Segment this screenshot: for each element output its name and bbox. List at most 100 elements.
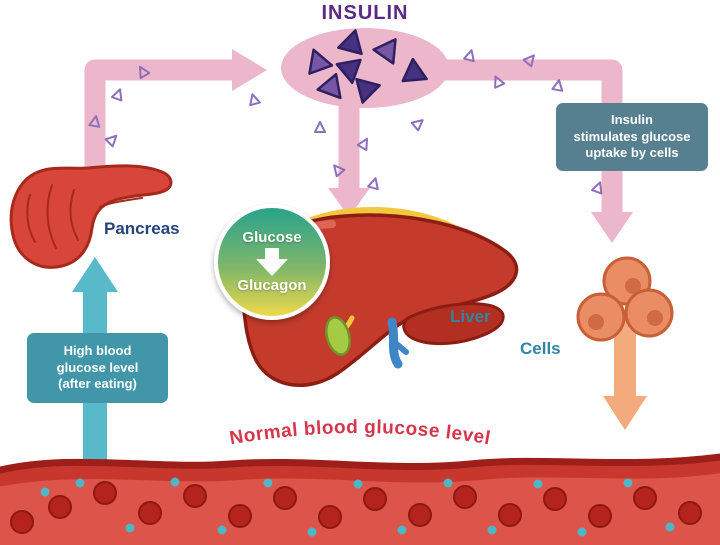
title-insulin: INSULIN	[321, 2, 409, 24]
label-liver: Liver	[450, 307, 491, 326]
glucose-dot	[125, 523, 135, 533]
insulin-particle	[333, 164, 346, 178]
red-blood-cell	[138, 501, 162, 525]
insulin-particle	[88, 115, 101, 128]
red-blood-cell	[48, 495, 72, 519]
insulin-molecule-icon	[337, 29, 363, 56]
glucose-dot	[577, 527, 587, 537]
callout-line: glucose level	[56, 359, 139, 375]
arrow-cells-to-blood-head	[603, 396, 647, 430]
red-blood-cell	[10, 510, 34, 534]
red-blood-cell	[318, 505, 342, 529]
glucose-dot	[443, 478, 453, 488]
insulin-particle	[367, 177, 379, 191]
glucose-dot	[353, 479, 363, 489]
insulin-molecule-cluster	[281, 28, 449, 108]
callout-line: uptake by cells	[585, 145, 679, 161]
insulin-particle	[410, 119, 424, 132]
insulin-particle	[590, 181, 603, 195]
red-blood-cell	[453, 485, 477, 509]
callout-insulin-stimulates-uptake: Insulin stimulates glucose uptake by cel…	[556, 103, 708, 171]
glucose-dot	[40, 487, 50, 497]
pancreas-texture	[26, 184, 143, 249]
glucose-dot	[307, 527, 317, 537]
insulin-particle	[104, 134, 118, 148]
callout-line: (after eating)	[58, 376, 137, 392]
arrow-insulin-to-cells-head	[591, 212, 633, 243]
pancreas-texture-line	[26, 194, 36, 243]
glucose-dot	[533, 479, 543, 489]
callout-high-blood-glucose: High blood glucose level (after eating)	[27, 333, 168, 403]
insulin-molecule-icon	[308, 48, 334, 75]
arrow-pancreas-to-insulin	[84, 49, 267, 190]
badge-arrow-stem	[265, 248, 279, 261]
label-cells: Cells	[520, 339, 561, 358]
blood-vessel-lumen	[0, 473, 720, 545]
insulin-particle	[110, 88, 123, 102]
arrow-insulin-to-liver	[328, 95, 370, 217]
badge-down-arrow-icon	[256, 248, 288, 276]
callout-line: Insulin	[611, 111, 653, 127]
insulin-molecule-icon	[372, 38, 397, 65]
glucose-dot	[397, 525, 407, 535]
red-blood-cell	[228, 504, 252, 528]
callout-line: stimulates glucose	[573, 128, 691, 144]
insulin-molecule-icon	[316, 72, 342, 100]
glucose-dot	[75, 478, 85, 488]
insulin-molecule-icon	[335, 58, 362, 85]
red-blood-cell	[543, 487, 567, 511]
insulin-particle	[356, 137, 368, 151]
pancreas-body	[9, 164, 173, 269]
pancreas-texture-line	[99, 197, 143, 208]
insulin-particle	[139, 65, 151, 79]
arrow-cells-to-blood	[603, 310, 647, 430]
red-blood-cell	[93, 481, 117, 505]
insulin-particle	[314, 121, 326, 133]
insulin-molecules	[308, 29, 428, 104]
cell-nucleus	[625, 278, 641, 294]
glucose-dot	[217, 525, 227, 535]
glucose-dot	[623, 478, 633, 488]
glucose-dot	[170, 477, 180, 487]
pancreas-illustration	[9, 164, 173, 269]
insulin-molecule-icon	[401, 57, 428, 83]
glucose-dot	[263, 478, 273, 488]
insulin-molecule-icon	[355, 77, 381, 104]
pancreas-texture-line	[46, 184, 57, 249]
glucose-dot	[487, 525, 497, 535]
red-blood-cells	[10, 481, 702, 534]
red-blood-cell	[633, 486, 657, 510]
red-blood-cell	[678, 501, 702, 525]
vessel-caption: Normal blood glucose level	[228, 417, 492, 449]
blood-vessel	[0, 453, 720, 545]
callout-line: High blood	[63, 342, 132, 358]
glucose-glucagon-badge	[214, 204, 330, 320]
red-blood-cell	[183, 484, 207, 508]
arrow-insulin-to-liver-head	[328, 188, 370, 217]
cells-illustration	[576, 256, 674, 342]
insulin-particle	[494, 75, 506, 89]
red-blood-cell	[588, 504, 612, 528]
liver-right-lobe	[402, 302, 505, 346]
red-blood-cell	[498, 503, 522, 527]
badge-label-glucagon: Glucagon	[237, 277, 307, 294]
label-pancreas: Pancreas	[104, 219, 180, 238]
arrow-pancreas-to-insulin-head	[232, 49, 267, 91]
glucose-dot	[665, 522, 675, 532]
badge-label-glucose: Glucose	[242, 229, 302, 246]
insulin-particles	[88, 49, 603, 195]
arrow-pancreas-to-insulin-shaft	[84, 59, 232, 190]
insulin-particle	[463, 49, 475, 63]
cell-nucleus	[588, 314, 604, 330]
glucose-dots	[40, 477, 675, 537]
red-blood-cell	[273, 486, 297, 510]
gallbladder	[325, 316, 351, 356]
insulin-particle	[551, 79, 564, 92]
pancreas-texture-line	[69, 189, 79, 241]
insulin-particle	[249, 93, 261, 107]
vessel-caption-text: Normal blood glucose level	[228, 417, 492, 449]
cell-nucleus	[647, 310, 663, 326]
red-blood-cell	[408, 503, 432, 527]
